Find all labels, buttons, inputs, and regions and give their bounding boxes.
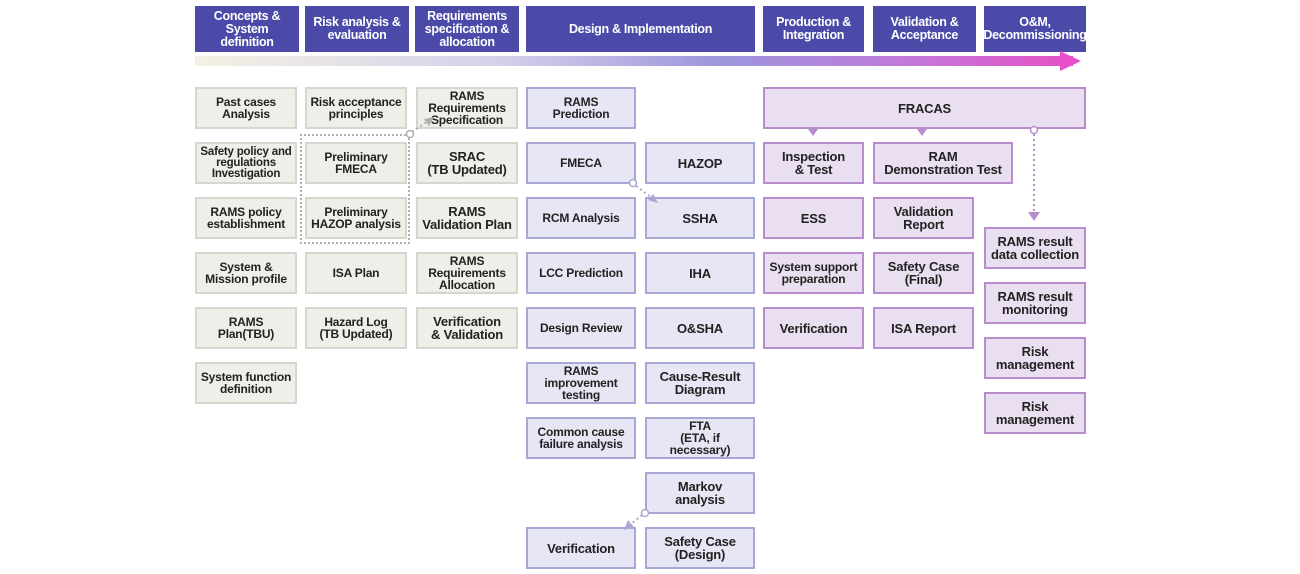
box-risk-management-1: Risk management	[984, 337, 1086, 379]
box-srac: SRAC (TB Updated)	[416, 142, 518, 184]
phase-header-production: Production & Integration	[763, 6, 864, 52]
box-rams-validation-plan: RAMS Validation Plan	[416, 197, 518, 239]
box-safety-policy: Safety policy and regulations Investigat…	[195, 142, 297, 184]
fracas-pointer-markers	[808, 129, 927, 136]
box-validation-report: Validation Report	[873, 197, 974, 239]
phase-header-requirements: Requirements specification & allocation	[415, 6, 519, 52]
preliminary-group-outline	[300, 134, 410, 244]
box-fmeca: FMECA	[526, 142, 636, 184]
box-rams-requirements-allocation: RAMS Requirements Allocation	[416, 252, 518, 294]
box-preliminary-fmeca: Preliminary FMECA	[305, 142, 407, 184]
box-rcm-analysis: RCM Analysis	[526, 197, 636, 239]
box-verification-validation: Verification & Validation	[416, 307, 518, 349]
timeline-bar	[195, 56, 1073, 66]
box-rams-requirements-spec: RAMS Requirements Specification	[416, 87, 518, 129]
box-inspection-test: Inspection & Test	[763, 142, 864, 184]
timeline-arrowhead	[1060, 51, 1081, 71]
box-risk-acceptance-principles: Risk acceptance principles	[305, 87, 407, 129]
connector-fmeca-to-ssha	[628, 178, 658, 203]
box-rams-result-monitoring: RAMS result monitoring	[984, 282, 1086, 324]
box-osha: O&SHA	[645, 307, 755, 349]
box-rams-improvement-testing: RAMS improvement testing	[526, 362, 636, 404]
phase-header-concepts: Concepts & System definition	[195, 6, 299, 52]
box-system-function-definition: System function definition	[195, 362, 297, 404]
connector-fracas-to-data-collection	[1028, 125, 1040, 221]
box-safety-case-final: Safety Case (Final)	[873, 252, 974, 294]
box-hazop: HAZOP	[645, 142, 755, 184]
connector-preliminary-to-spec	[405, 117, 434, 139]
box-preliminary-hazop: Preliminary HAZOP analysis	[305, 197, 407, 239]
connector-markov-to-verification	[624, 508, 650, 530]
box-isa-report: ISA Report	[873, 307, 974, 349]
phase-header-validation: Validation & Acceptance	[873, 6, 976, 52]
box-system-support-preparation: System support preparation	[763, 252, 864, 294]
box-rams-policy: RAMS policy establishment	[195, 197, 297, 239]
box-system-mission-profile: System & Mission profile	[195, 252, 297, 294]
box-fta: FTA (ETA, if necessary)	[645, 417, 755, 459]
box-safety-case-design: Safety Case (Design)	[645, 527, 755, 569]
box-past-cases-analysis: Past cases Analysis	[195, 87, 297, 129]
box-isa-plan: ISA Plan	[305, 252, 407, 294]
box-risk-management-2: Risk management	[984, 392, 1086, 434]
box-ram-demonstration-test: RAM Demonstration Test	[873, 142, 1013, 184]
box-verification-design: Verification	[526, 527, 636, 569]
box-ess: ESS	[763, 197, 864, 239]
phase-header-design: Design & Implementation	[526, 6, 755, 52]
box-lcc-prediction: LCC Prediction	[526, 252, 636, 294]
box-rams-plan: RAMS Plan(TBU)	[195, 307, 297, 349]
box-design-review: Design Review	[526, 307, 636, 349]
box-fracas: FRACAS	[763, 87, 1086, 129]
box-verification-production: Verification	[763, 307, 864, 349]
box-hazard-log: Hazard Log (TB Updated)	[305, 307, 407, 349]
phase-header-om: O&M, Decommissioning	[983, 6, 1087, 52]
phase-header-risk-analysis: Risk analysis & evaluation	[305, 6, 409, 52]
box-rams-result-data-collection: RAMS result data collection	[984, 227, 1086, 269]
box-cause-result-diagram: Cause-Result Diagram	[645, 362, 755, 404]
box-rams-prediction: RAMS Prediction	[526, 87, 636, 129]
box-iha: IHA	[645, 252, 755, 294]
box-markov-analysis: Markov analysis	[645, 472, 755, 514]
box-ssha: SSHA	[645, 197, 755, 239]
box-common-cause-failure: Common cause failure analysis	[526, 417, 636, 459]
